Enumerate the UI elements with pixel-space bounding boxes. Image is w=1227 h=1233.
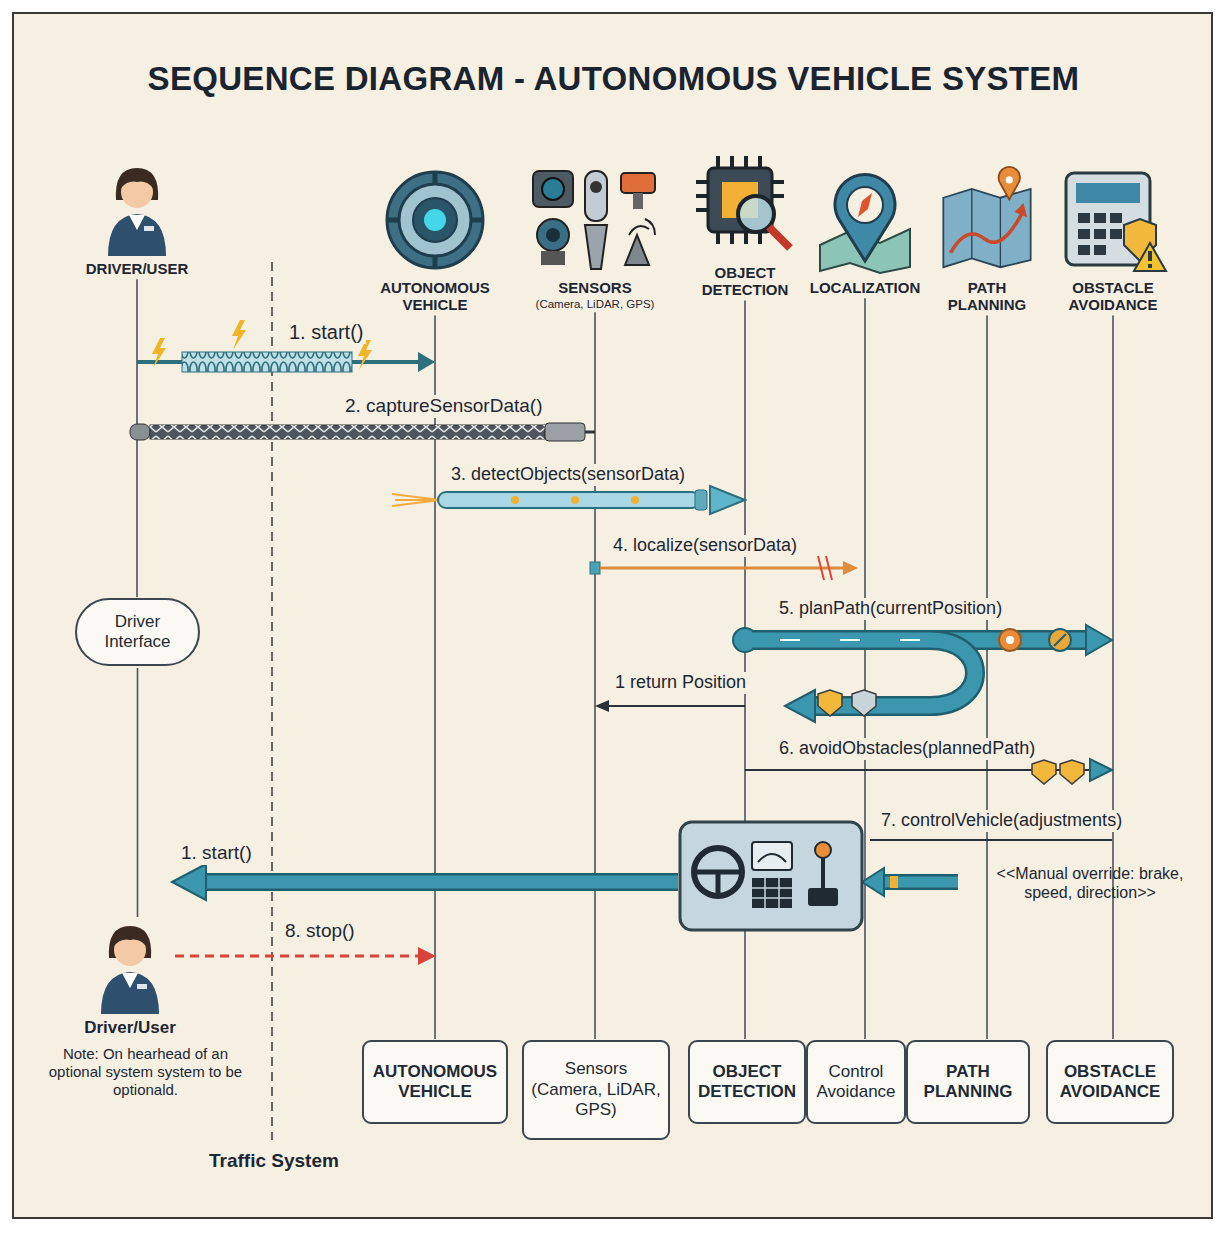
lifeline-head: DRIVER/USER: [62, 160, 212, 277]
node-text: AUTONOMOUS VEHICLE: [370, 1062, 500, 1103]
lifeline: [594, 312, 596, 1039]
lifeline-head: OBSTACLE AVOIDANCE: [1052, 165, 1174, 314]
node-icon: [1052, 165, 1174, 275]
node-text: OBSTACLE AVOIDANCE: [1054, 1062, 1166, 1103]
node-text: SENSORS: [505, 279, 685, 296]
lifeline-foot: Sensors (Camera, LiDAR, GPS): [522, 1040, 670, 1140]
override-note: <<Manual override: brake, speed, directi…: [968, 864, 1212, 902]
node-text: PATH PLANNING: [914, 1062, 1022, 1103]
message-label: 5. planPath(currentPosition): [776, 598, 1005, 620]
node-icon: [365, 165, 505, 275]
node-text: (Camera, LiDAR, GPS): [505, 298, 685, 310]
message-label: 7. controlVehicle(adjustments): [878, 810, 1125, 832]
lifeline: [1112, 316, 1114, 1040]
node-icon: [688, 150, 802, 260]
lifeline-foot: Control Avoidance: [806, 1040, 906, 1124]
node-text: DRIVER/USER: [62, 260, 212, 277]
node-text: OBJECT DETECTION: [688, 264, 802, 299]
node-text: AUTONOMOUS VEHICLE: [365, 279, 505, 314]
lifeline: [137, 668, 139, 917]
system-label: Traffic System: [206, 1150, 342, 1173]
return-label: 1 return Position: [612, 672, 749, 694]
node-text: LOCALIZATION: [794, 279, 936, 296]
lifeline-foot: OBSTACLE AVOIDANCE: [1046, 1040, 1174, 1124]
node-text: Control Avoidance: [814, 1062, 898, 1103]
message-label: 8. stop(): [282, 920, 358, 943]
lifeline-head: SENSORS (Camera, LiDAR, GPS): [505, 165, 685, 310]
lifeline-foot: AUTONOMOUS VEHICLE: [362, 1040, 508, 1124]
node-text: OBJECT DETECTION: [696, 1062, 798, 1103]
message-label: 1. start(): [286, 320, 366, 344]
lifeline-foot: OBJECT DETECTION: [688, 1040, 806, 1124]
message-label: 3. detectObjects(sensorData): [448, 464, 688, 486]
node-text: Driver/User: [55, 1018, 205, 1038]
actor-figure: Driver/User: [55, 918, 205, 1038]
node-icon: [938, 165, 1036, 275]
lifeline-foot: PATH PLANNING: [906, 1040, 1030, 1124]
node-text: PATH PLANNING: [938, 279, 1036, 314]
message-label: 2. captureSensorData(): [342, 395, 546, 418]
node-text: Sensors (Camera, LiDAR, GPS): [530, 1059, 662, 1120]
lifeline: [986, 316, 988, 1040]
note-text: Note: On hearhead of an optional system …: [40, 1045, 251, 1099]
interface-box: Driver Interface: [75, 598, 200, 666]
node-icon: [794, 165, 936, 275]
node-icon: [55, 918, 205, 1014]
node-icon: [62, 160, 212, 256]
message-label: 4. localize(sensorData): [610, 535, 800, 557]
message-label: 6. avoidObstacles(plannedPath): [776, 738, 1038, 760]
lifeline: [864, 298, 866, 1039]
node-text: Driver Interface: [83, 612, 192, 653]
message-label: 1. start(): [178, 842, 255, 865]
lifeline-head: OBJECT DETECTION: [688, 150, 802, 299]
lifeline-head: PATH PLANNING: [938, 165, 1036, 314]
node-icon: [505, 165, 685, 275]
lifeline-head: LOCALIZATION: [794, 165, 936, 296]
lifeline: [434, 316, 436, 1040]
lifeline-head: AUTONOMOUS VEHICLE: [365, 165, 505, 314]
diagram-title: SEQUENCE DIAGRAM - AUTONOMOUS VEHICLE SY…: [0, 60, 1227, 98]
node-text: OBSTACLE AVOIDANCE: [1052, 279, 1174, 314]
